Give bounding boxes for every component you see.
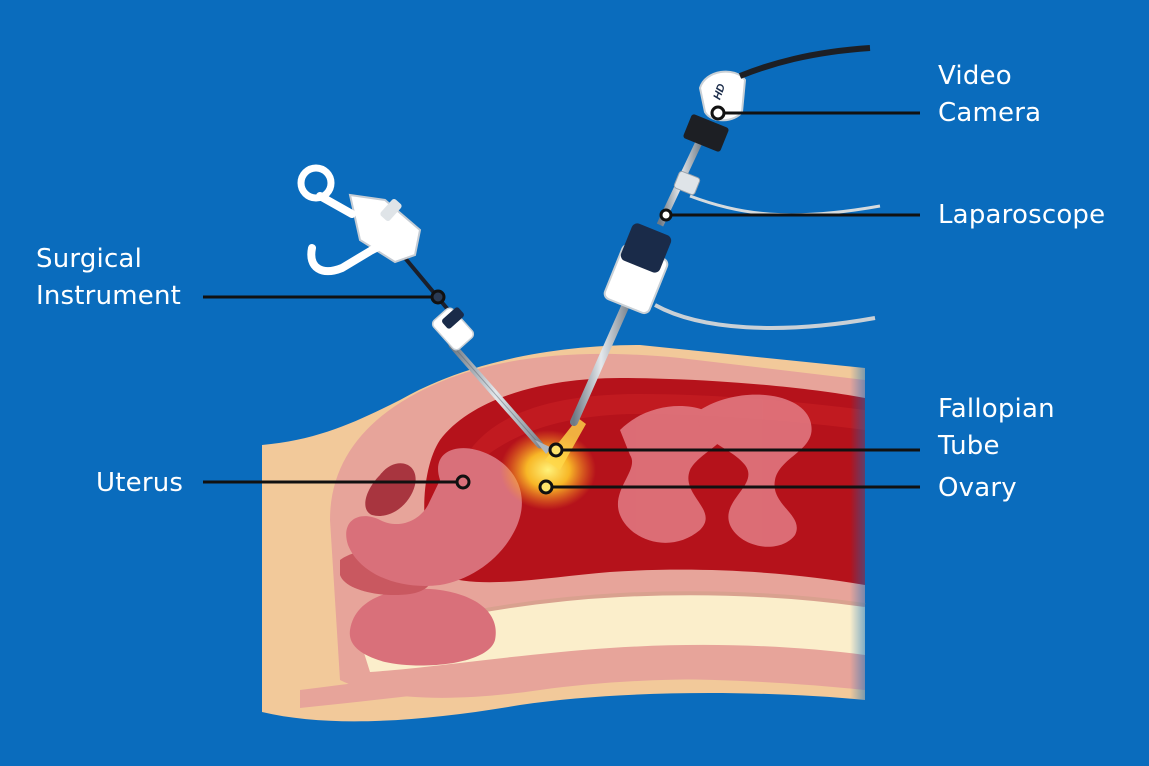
marker-points xyxy=(430,105,726,495)
body-cross-section xyxy=(262,340,880,722)
marker-surgical-instrument xyxy=(430,289,446,305)
light-cable-upper xyxy=(689,194,881,217)
surgical-instrument-graphic xyxy=(297,164,552,454)
marker-laparoscope xyxy=(659,208,673,222)
edge-fade xyxy=(850,340,880,720)
light-glow xyxy=(500,430,596,510)
lower-layer xyxy=(300,659,865,708)
label-uterus: Uterus xyxy=(96,468,184,498)
label-fallopian-line1: Fallopian xyxy=(938,394,1055,424)
camera-badge: HD xyxy=(711,82,728,101)
label-video-camera-line1: Video xyxy=(938,61,1012,91)
label-video-camera-line2: Camera xyxy=(938,98,1042,128)
label-video-camera: Video Camera xyxy=(938,58,1041,132)
label-surgical-line1: Surgical xyxy=(36,244,142,274)
light-cable-lower xyxy=(654,303,876,330)
leader-lines xyxy=(203,111,920,489)
label-surgical-instrument: Surgical Instrument xyxy=(36,241,181,315)
laparoscope-graphic: HD xyxy=(570,45,881,426)
marker-video-camera xyxy=(710,105,726,121)
marker-ovary xyxy=(538,479,554,495)
camera-head xyxy=(698,70,747,122)
label-fallopian-line2: Tube xyxy=(938,431,1000,461)
uterus-inner xyxy=(365,463,416,516)
camera-cable xyxy=(738,45,871,79)
label-ovary: Ovary xyxy=(938,473,1017,503)
label-surgical-line2: Instrument xyxy=(36,281,182,311)
bladder xyxy=(349,588,496,666)
marker-fallopian-tube xyxy=(548,442,564,458)
label-fallopian-tube: Fallopian Tube xyxy=(938,391,1055,465)
uterus-organ xyxy=(346,448,522,586)
label-laparoscope: Laparoscope xyxy=(938,200,1106,230)
intestines xyxy=(617,394,812,547)
marker-uterus xyxy=(455,474,471,490)
